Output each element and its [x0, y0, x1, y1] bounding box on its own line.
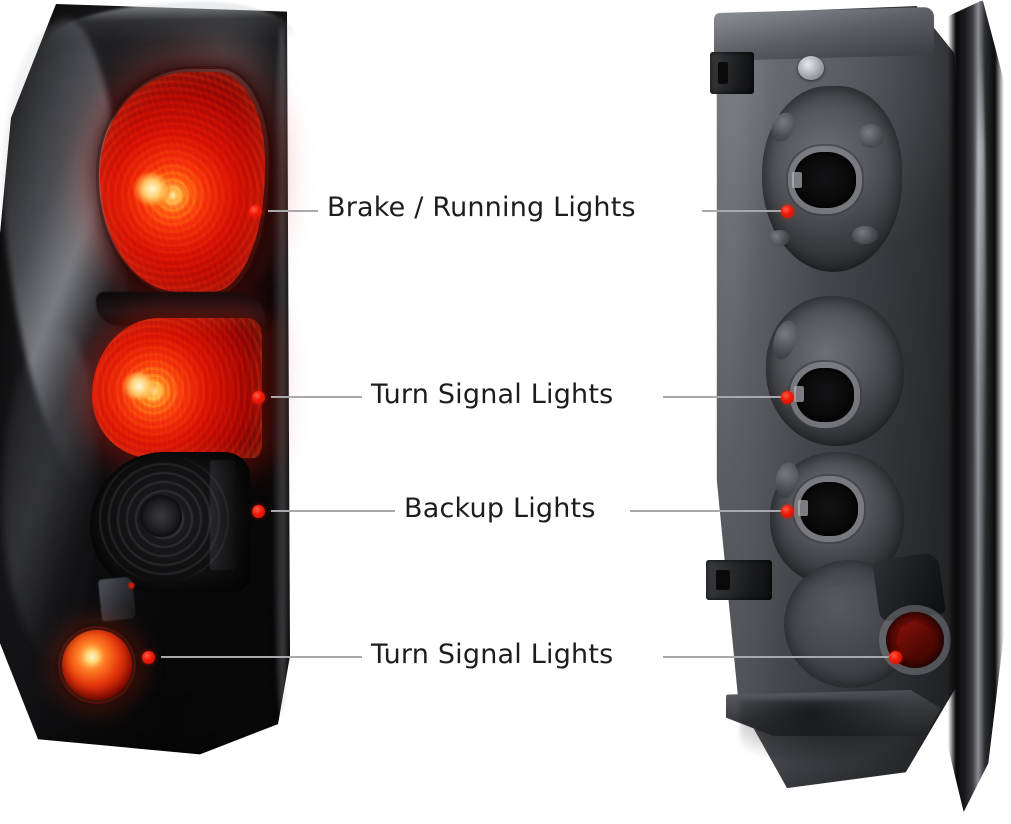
marker-dot-right: [781, 205, 794, 218]
marker-dot-left: [252, 391, 265, 404]
bulb-socket-notch: [794, 386, 804, 402]
bulb-socket-notch: [798, 500, 808, 516]
mounting-tab-slot: [716, 570, 730, 590]
leader-line-right: [630, 510, 782, 512]
leader-line-right: [702, 210, 782, 212]
mounting-tab-lower: [706, 560, 772, 600]
leader-line-left: [268, 210, 318, 212]
backup-lens-center: [140, 495, 182, 537]
housing-screw: [798, 56, 824, 80]
leader-line-right: [663, 656, 890, 658]
brake-running-lens: [100, 72, 265, 292]
housing-lens-edge-glint: [976, 40, 986, 640]
backup-lens-side-panel: [210, 460, 236, 570]
marker-dot-right: [889, 651, 902, 664]
housing-boss: [852, 226, 878, 244]
callout-label: Brake / Running Lights: [327, 192, 636, 223]
lens-lower-flank-highlight: [2, 330, 98, 660]
corner-lamp-hotspot: [82, 648, 102, 666]
marker-dot-left: [249, 205, 262, 218]
callout-label: Turn Signal Lights: [371, 639, 614, 670]
brake-lens-hotspot: [133, 172, 171, 206]
lens-right-edge-gloss: [272, 26, 292, 716]
housing-bottom-shadow: [740, 700, 970, 810]
marker-dot-left: [142, 651, 155, 664]
corner-lamp-ring: [58, 626, 136, 704]
leader-line-right: [663, 396, 782, 398]
housing-boss: [858, 124, 884, 148]
turn-signal-lens-upper: [92, 318, 262, 458]
marker-dot-left: [252, 505, 265, 518]
bulb-socket-turn-signal: [796, 368, 854, 422]
lens-small-red-marker: [128, 582, 135, 589]
bulb-socket-backup: [800, 482, 858, 536]
leader-line-left: [271, 510, 395, 512]
leader-line-left: [161, 656, 362, 658]
mounting-tab-slot: [718, 62, 728, 84]
turn-signal-lens-texture: [92, 318, 262, 458]
callout-label: Backup Lights: [404, 493, 596, 524]
taillight-lens-assembly: [0, 0, 300, 770]
bulb-socket-notch: [792, 172, 802, 188]
callout-label: Turn Signal Lights: [371, 379, 614, 410]
bulb-socket-brake: [794, 152, 856, 208]
brake-lens-texture: [100, 72, 265, 292]
taillight-housing-assembly: [700, 0, 1011, 812]
leader-line-left: [271, 396, 362, 398]
corner-turn-signal-lamp: [62, 630, 132, 700]
marker-dot-right: [781, 505, 794, 518]
housing-boss: [768, 230, 790, 246]
mounting-tab-top: [710, 52, 754, 94]
marker-dot-right: [781, 391, 794, 404]
turn-signal-lens-hotspot: [122, 372, 156, 400]
